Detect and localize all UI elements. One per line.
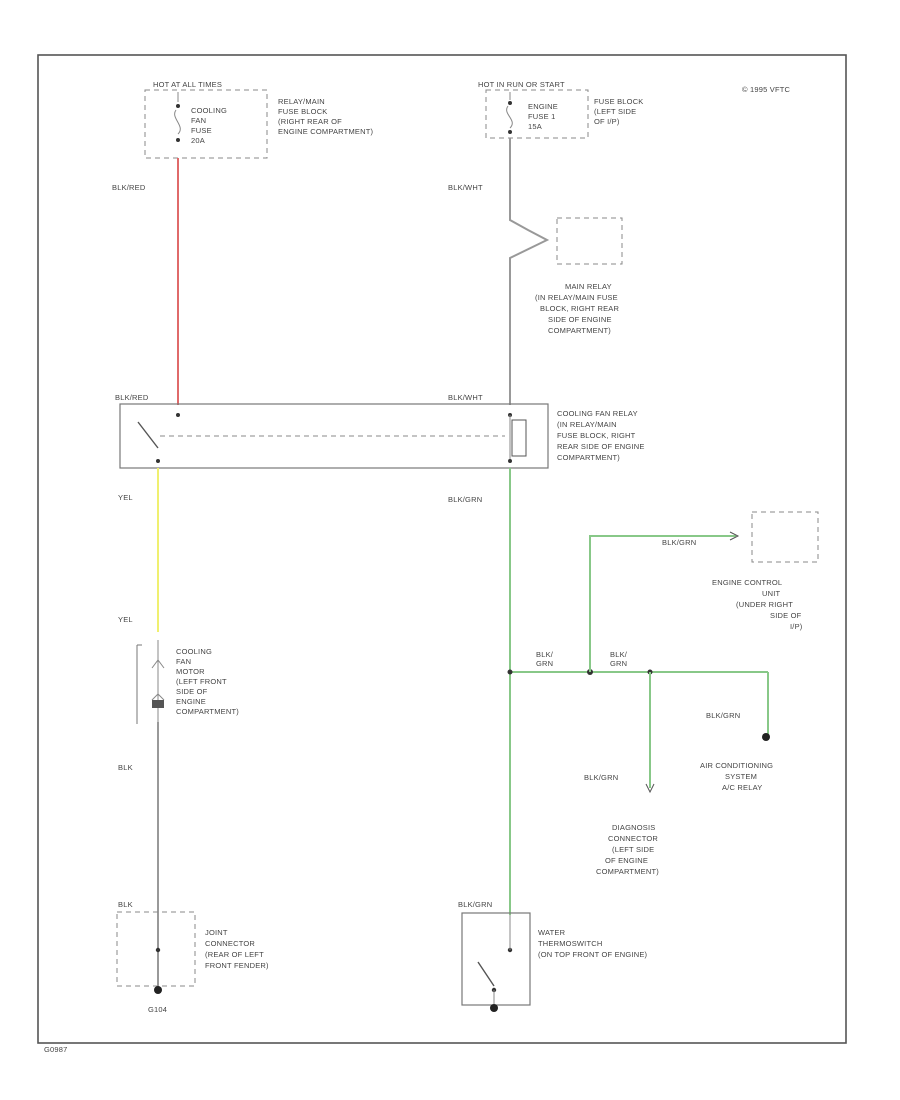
fuse-left-loc-1: FUSE BLOCK [278,107,328,116]
joint-line-2: (REAR OF LEFT [205,950,264,959]
joint-line-0: JOINT [205,928,228,937]
ecu-line-3: SIDE OF [770,611,802,620]
main-relay-line-0: MAIN RELAY [565,282,612,291]
fuse-right-line-2: 15A [528,122,542,131]
label-blk-grn-thermo: BLK/GRN [458,900,492,909]
thermo-line-2: (ON TOP FRONT OF ENGINE) [538,950,648,959]
ecu-line-4: I/P) [790,622,803,631]
wire-blk-wht [509,138,550,405]
relay-line-3: REAR SIDE OF ENGINE [557,442,645,451]
fuse-left-loc-3: ENGINE COMPARTMENT) [278,127,373,136]
label-splice1-b: GRN [536,659,553,668]
joint-line-1: CONNECTOR [205,939,255,948]
fuse-left-loc-0: RELAY/MAIN [278,97,325,106]
label-blk-grn-diag: BLK/GRN [584,773,618,782]
label-blk-red-top: BLK/RED [112,183,146,192]
fuse-left-loc-2: (RIGHT REAR OF [278,117,342,126]
engine-fuse: HOT IN RUN OR START ENGINE FUSE 1 15A FU… [478,80,644,139]
copyright-text: © 1995 VFTC [742,85,791,94]
fuse-left-line-0: COOLING [191,106,227,115]
cooling-fan-relay: COOLING FAN RELAY (IN RELAY/MAIN FUSE BL… [119,403,645,469]
ecu-line-0: ENGINE CONTROL [712,578,782,587]
ecu-line-1: UNIT [762,589,781,598]
wire-blk-grn-ecu [589,535,736,672]
main-relay: MAIN RELAY (IN RELAY/MAIN FUSE BLOCK, RI… [535,217,623,335]
motor-line-1: FAN [176,657,191,666]
diag-line-4: COMPARTMENT) [596,867,659,876]
ground-label: G104 [148,1005,167,1014]
ac-line-0: AIR CONDITIONING [700,761,773,770]
diagram-border [37,54,847,1044]
motor-line-2: MOTOR [176,667,205,676]
ac-relay: AIR CONDITIONING SYSTEM A/C RELAY [700,761,773,792]
thermo-line-0: WATER [538,928,566,937]
water-thermoswitch: WATER THERMOSWITCH (ON TOP FRONT OF ENGI… [461,912,648,1012]
joint-line-3: FRONT FENDER) [205,961,269,970]
label-blk-red-relay: BLK/RED [115,393,149,402]
label-splice2-b: GRN [610,659,627,668]
relay-line-4: COMPARTMENT) [557,453,620,462]
fuse-right-loc-0: FUSE BLOCK [594,97,644,106]
fuse-left-line-2: FUSE [191,126,212,135]
motor-line-4: SIDE OF [176,687,208,696]
cooling-fan-motor: COOLING FAN MOTOR (LEFT FRONT SIDE OF EN… [136,640,239,724]
fuse-right-loc-2: OF I/P) [594,117,620,126]
main-relay-line-1: (IN RELAY/MAIN FUSE [535,293,618,302]
label-yel-top: YEL [118,493,133,502]
diag-line-1: CONNECTOR [608,834,658,843]
main-relay-line-4: COMPARTMENT) [548,326,611,335]
motor-line-5: ENGINE [176,697,206,706]
engine-control-unit: ENGINE CONTROL UNIT (UNDER RIGHT SIDE OF… [712,511,819,631]
fuse-left-header: HOT AT ALL TIMES [153,80,222,89]
relay-line-1: (IN RELAY/MAIN [557,420,617,429]
relay-line-2: FUSE BLOCK, RIGHT [557,431,636,440]
ecu-line-2: (UNDER RIGHT [736,600,793,609]
thermo-line-1: THERMOSWITCH [538,939,602,948]
fuse-left-line-3: 20A [191,136,205,145]
ac-line-2: A/C RELAY [722,783,762,792]
label-splice2-a: BLK/ [610,650,628,659]
fuse-right-line-0: ENGINE [528,102,558,111]
figure-id: G0987 [44,1045,68,1054]
fuse-right-header: HOT IN RUN OR START [478,80,565,89]
label-blk-grn-ecu: BLK/GRN [662,538,696,547]
diag-line-0: DIAGNOSIS [612,823,655,832]
main-relay-line-3: SIDE OF ENGINE [548,315,612,324]
label-blk-grn-ac: BLK/GRN [706,711,740,720]
fuse-right-line-1: FUSE 1 [528,112,555,121]
motor-line-6: COMPARTMENT) [176,707,239,716]
ac-line-1: SYSTEM [725,772,757,781]
label-blk-motor: BLK [118,763,133,772]
diagnosis-connector: DIAGNOSIS CONNECTOR (LEFT SIDE OF ENGINE… [596,823,659,876]
diag-line-3: OF ENGINE [605,856,648,865]
motor-line-3: (LEFT FRONT [176,677,227,686]
relay-line-0: COOLING FAN RELAY [557,409,638,418]
joint-connector: JOINT CONNECTOR (REAR OF LEFT FRONT FEND… [116,911,269,1014]
label-blk-wht-relay: BLK/WHT [448,393,483,402]
cooling-fan-fuse: HOT AT ALL TIMES COOLING FAN FUSE 20A RE… [144,80,373,159]
label-blk-wht-top: BLK/WHT [448,183,483,192]
motor-line-0: COOLING [176,647,212,656]
label-splice1-a: BLK/ [536,650,554,659]
diag-line-2: (LEFT SIDE [612,845,654,854]
fuse-left-line-1: FAN [191,116,206,125]
label-yel-motor: YEL [118,615,133,624]
label-blk-grn-relay: BLK/GRN [448,495,482,504]
label-blk-ground: BLK [118,900,133,909]
main-relay-line-2: BLOCK, RIGHT REAR [540,304,619,313]
fuse-right-loc-1: (LEFT SIDE [594,107,636,116]
